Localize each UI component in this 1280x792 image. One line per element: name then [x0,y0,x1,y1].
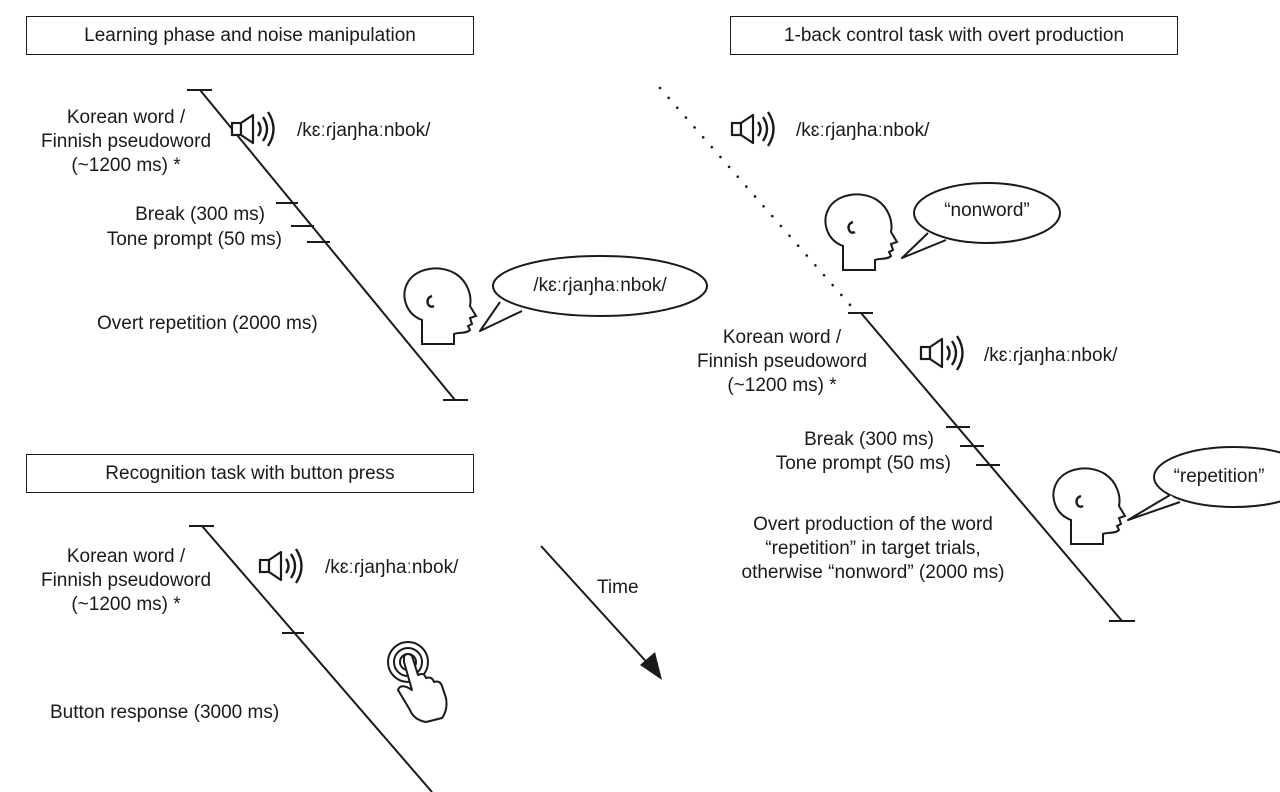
time-arrow [540,545,662,680]
head-icon [403,267,478,346]
stimulus-line: (~1200 ms) * [71,594,181,615]
recognition-title-box: Recognition task with button press [26,454,474,493]
one-back-break-label: Break (300 ms) [804,429,934,450]
learning-stimulus-label: Korean word / Finnish pseudoword (~1200 … [4,106,248,178]
stimulus-line: (~1200 ms) * [71,155,181,176]
stimulus-line: Korean word / [66,546,186,567]
one-back-tone-label: Tone prompt (50 ms) [775,453,951,474]
one-back-stimulus-ipa: /kɛːɾjaŋhaːnbok/ [984,345,1118,366]
recognition-timeline [189,525,433,792]
speech-bubble-nonword [901,182,1061,259]
response-line: “repetition” in target trials, [765,538,981,559]
learning-title-box: Learning phase and noise manipulation [26,16,474,55]
stimulus-line: Korean word / [722,327,842,348]
learning-break-label: Break (300 ms) [135,204,265,225]
nonword-bubble-text: “nonword” [944,200,1030,221]
one-back-timeline [658,86,1135,622]
recognition-response-label: Button response (3000 ms) [50,702,280,723]
learning-bubble-text: /kɛːɾjaŋhaːnbok/ [533,275,667,296]
speech-bubble-repetition [1127,446,1280,521]
learning-stimulus-ipa: /kɛːɾjaŋhaːnbok/ [297,120,431,141]
learning-title: Learning phase and noise manipulation [84,25,416,46]
speech-bubble-learning [479,255,708,332]
speaker-icon [258,547,303,585]
speaker-icon [919,334,964,372]
speaker-icon [730,110,775,148]
head-icon [824,193,899,272]
one-back-stimulus-label: Korean word / Finnish pseudoword (~1200 … [660,326,904,398]
response-line: Overt production of the word [753,514,993,535]
head-icon [1052,467,1127,546]
time-label: Time [597,577,639,598]
stimulus-line: Finnish pseudoword [40,570,212,591]
one-back-title: 1-back control task with overt productio… [783,25,1125,46]
recognition-stimulus-ipa: /kɛːɾjaŋhaːnbok/ [325,557,459,578]
learning-response-label: Overt repetition (2000 ms) [97,313,318,334]
stimulus-line: Finnish pseudoword [40,131,212,152]
recognition-stimulus-label: Korean word / Finnish pseudoword (~1200 … [4,545,248,617]
learning-tone-label: Tone prompt (50 ms) [106,229,282,250]
hand-press-icon [387,641,448,723]
stimulus-line: Finnish pseudoword [696,351,868,372]
stimulus-line: Korean word / [66,107,186,128]
stimulus-line: (~1200 ms) * [727,375,837,396]
one-back-response-label: Overt production of the word “repetition… [708,513,1038,585]
one-back-title-box: 1-back control task with overt productio… [730,16,1178,55]
repetition-bubble-text: “repetition” [1173,466,1265,487]
learning-timeline [187,89,468,401]
one-back-previous-ipa: /kɛːɾjaŋhaːnbok/ [796,120,930,141]
recognition-title: Recognition task with button press [105,463,395,484]
response-line: otherwise “nonword” (2000 ms) [741,562,1005,583]
